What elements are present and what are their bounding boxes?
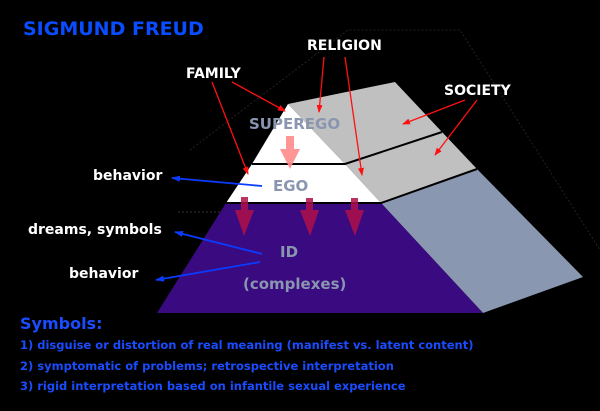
society-arrow-superego (402, 99, 466, 125)
layer-id-subtitle: (complexes) (243, 275, 347, 293)
symbols-item-2: 2) symptomatic of problems; retrospectiv… (20, 359, 394, 373)
society-arrow-ego (434, 99, 478, 156)
layer-id-label: ID (280, 243, 299, 261)
symbols-heading: Symbols: (20, 314, 103, 333)
back-outline (189, 29, 600, 251)
id-side-face (381, 169, 583, 313)
layer-superego-label: SUPEREGO (249, 115, 341, 133)
ego-to-id-arrow-center (300, 198, 319, 236)
family-arrow-ego (211, 81, 249, 175)
ego-side-face (345, 132, 477, 203)
id-dreams-arrow (174, 231, 263, 255)
id-behavior-arrow (155, 261, 261, 282)
layer-ego-label: EGO (273, 177, 309, 195)
label-religion: RELIGION (307, 38, 382, 54)
symbols-item-1: 1) disguise or distortion of real meanin… (20, 338, 474, 352)
symbols-item-3: 3) rigid interpretation based on infanti… (20, 379, 406, 393)
ego-to-id-arrow-right (345, 198, 364, 236)
page-title: SIGMUND FREUD (23, 18, 204, 40)
label-family: FAMILY (186, 66, 241, 82)
family-arrow-superego (231, 81, 286, 112)
religion-arrow-ego (344, 56, 364, 176)
religion-arrow-superego (316, 56, 325, 113)
ego-to-id-arrow-left (235, 197, 254, 236)
output-id-dreams: dreams, symbols (28, 222, 162, 238)
superego-to-ego-arrow (280, 136, 300, 169)
output-ego-behavior: behavior (93, 168, 163, 184)
id-front-face (157, 203, 483, 313)
ego-front-face (226, 164, 381, 203)
label-society: SOCIETY (444, 83, 511, 99)
ego-id-divider (226, 168, 478, 204)
output-id-behavior: behavior (69, 266, 139, 282)
ego-behavior-arrow (171, 175, 263, 187)
superego-front-face (252, 104, 345, 164)
superego-ego-divider (252, 131, 443, 165)
superego-side-face (288, 82, 442, 164)
